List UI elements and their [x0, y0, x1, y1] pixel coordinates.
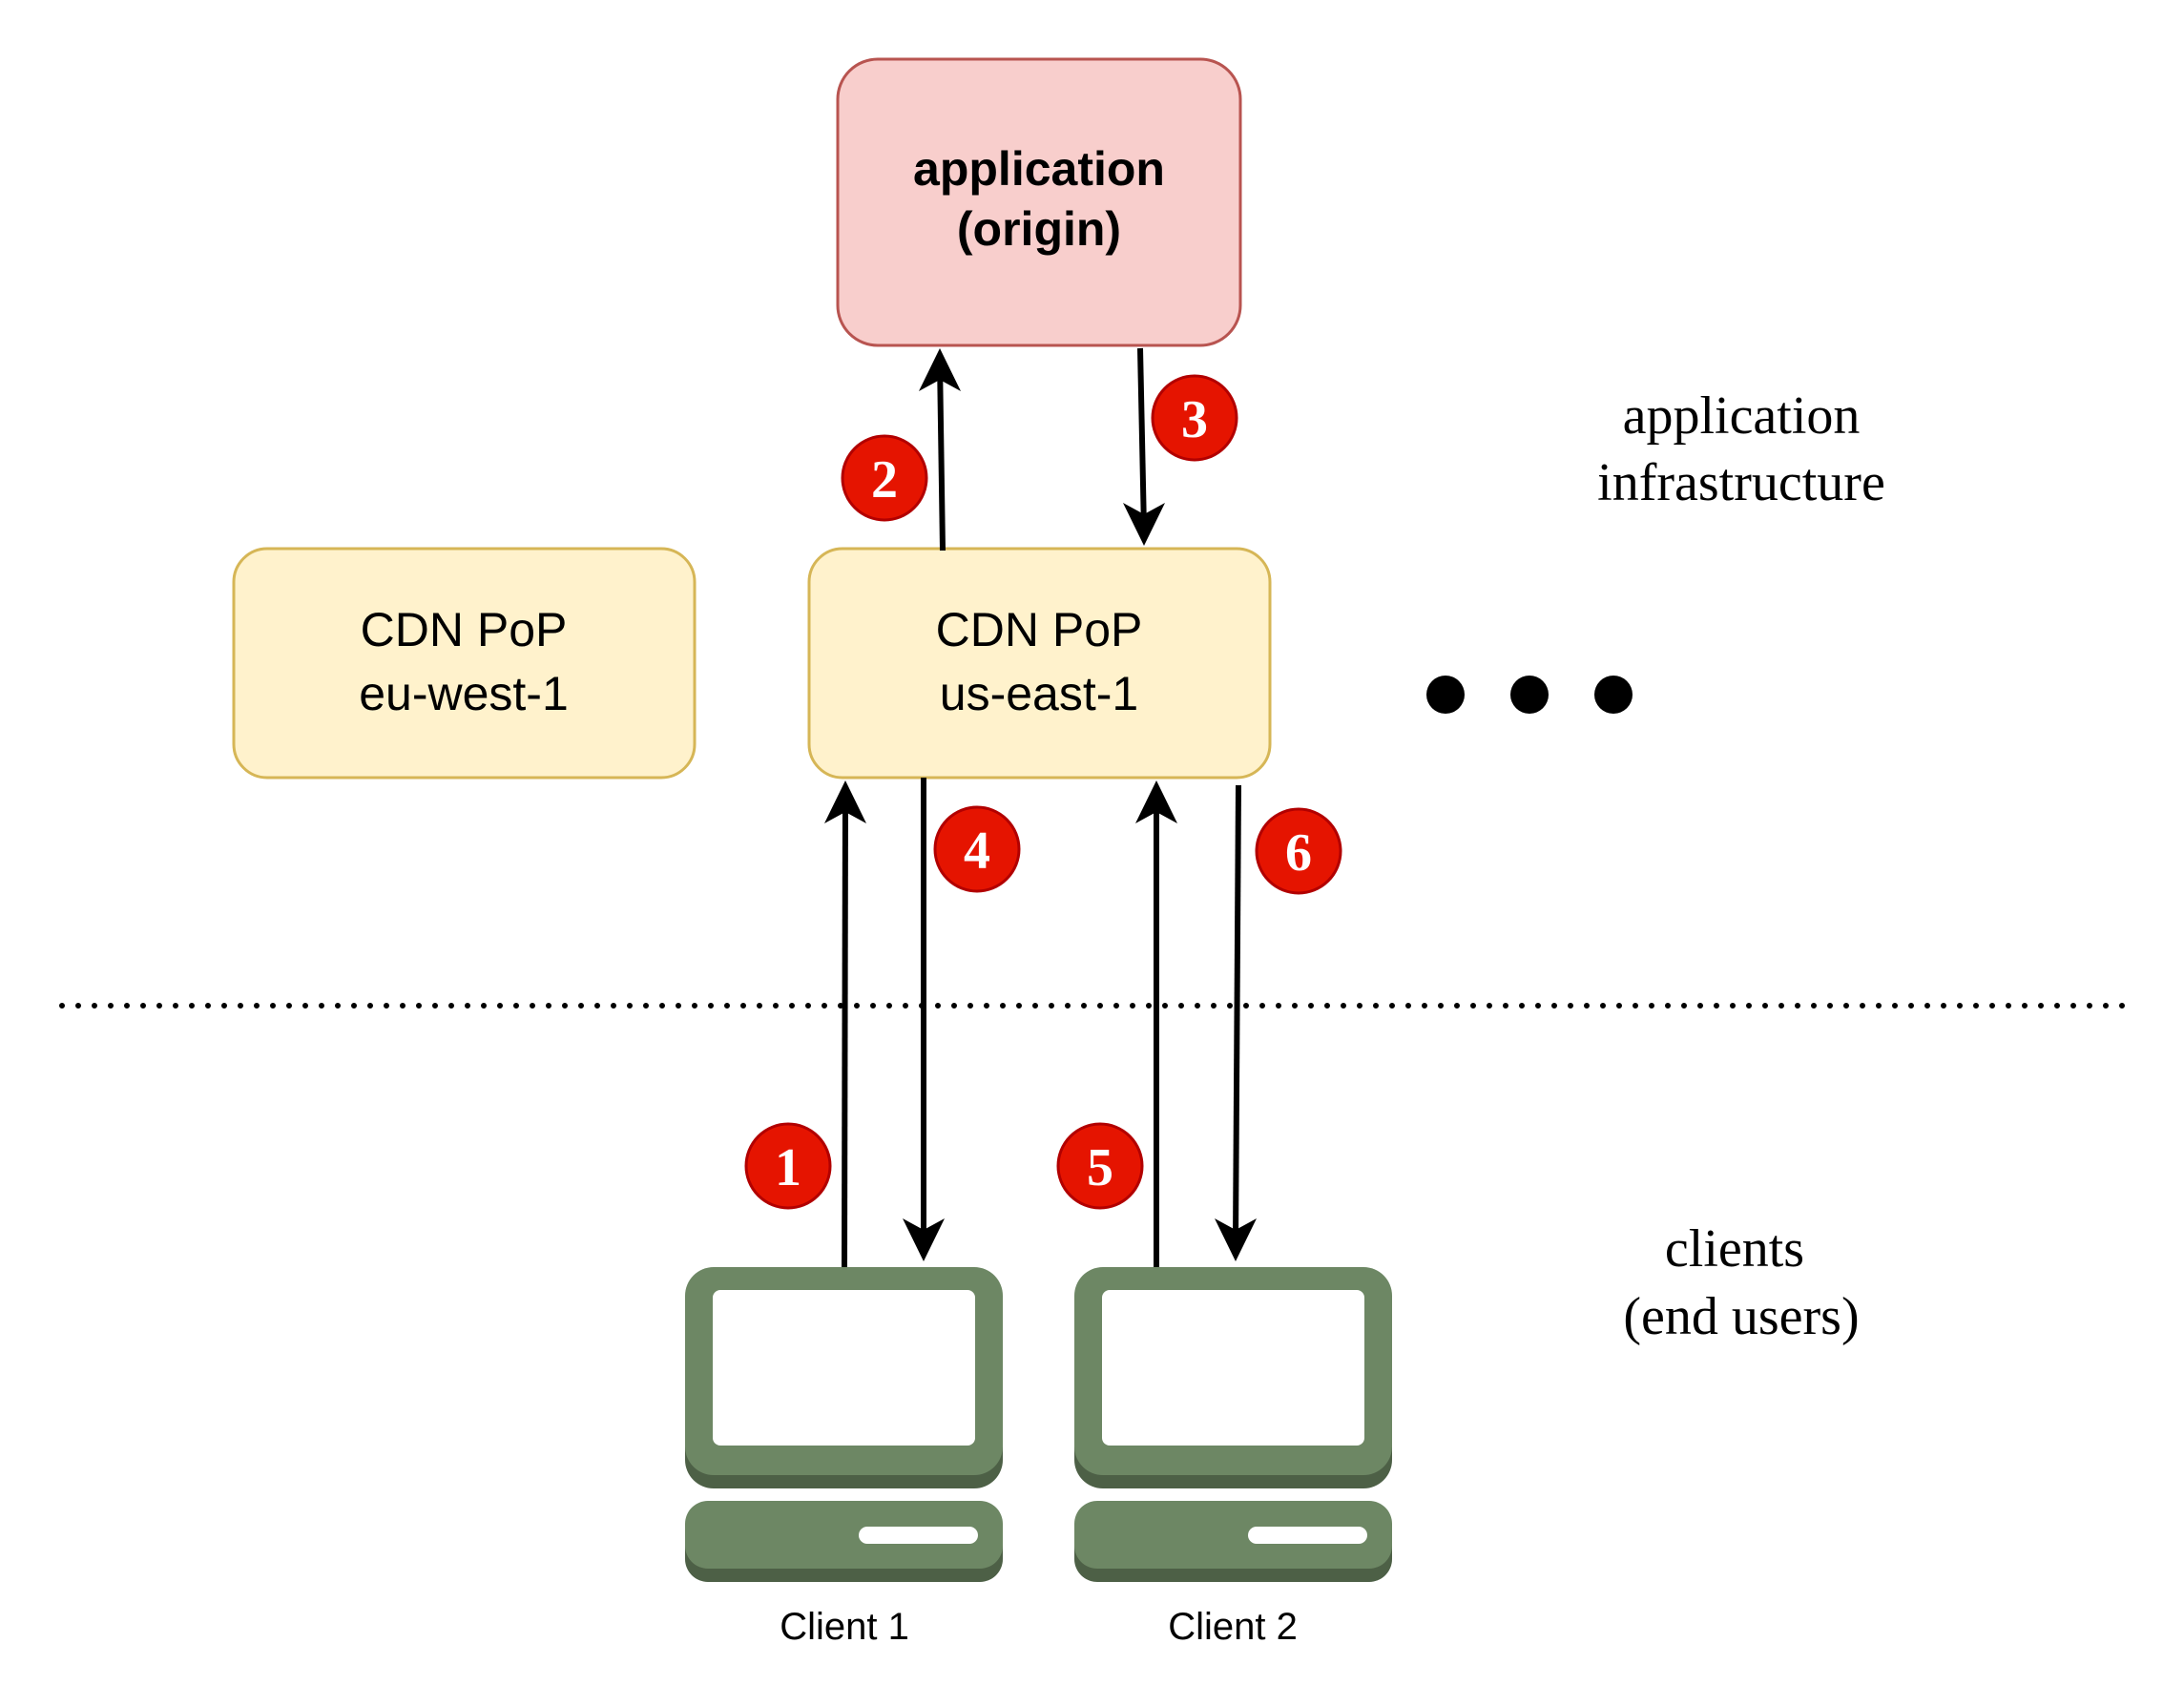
svg-text:1: 1 [775, 1138, 801, 1197]
svg-text:4: 4 [964, 822, 990, 881]
svg-text:5: 5 [1087, 1138, 1113, 1197]
client-1: Client 1 [685, 1267, 1003, 1648]
client-2-label: Client 2 [1168, 1606, 1298, 1648]
infrastructure-label-line2: infrastructure [1597, 453, 1885, 512]
arrowhead-3 [1123, 503, 1165, 546]
step-badge-4: 4 [933, 805, 1021, 893]
client-1-label: Client 1 [780, 1606, 909, 1648]
pop-eu-region: eu-west-1 [359, 667, 569, 720]
computer-icon [685, 1267, 1003, 1582]
step-badge-5: 5 [1056, 1122, 1144, 1210]
arrow-6-down [1233, 784, 1241, 1243]
arrow-2-up [937, 360, 946, 551]
arrowhead-5 [1135, 780, 1177, 823]
arrow-3-down [1137, 347, 1147, 531]
ellipsis-dots-icon [1426, 676, 1633, 714]
arrowheads [824, 348, 1257, 1261]
flow-arrows [842, 347, 1241, 1268]
cdn-pop-eu-west-1: CDN PoP eu-west-1 [232, 547, 697, 780]
arrow-1-up [842, 796, 848, 1268]
origin-title: application [913, 142, 1165, 196]
client-2: Client 2 [1074, 1267, 1392, 1648]
origin-node: application (origin) [836, 57, 1242, 347]
clients-label-line1: clients [1665, 1219, 1804, 1279]
pop-us-title: CDN PoP [936, 603, 1143, 656]
step-badge-1: 1 [744, 1122, 832, 1210]
svg-text:6: 6 [1285, 823, 1312, 883]
arrowhead-1 [824, 780, 866, 823]
step-badge-2: 2 [841, 434, 928, 522]
pop-us-region: us-east-1 [940, 667, 1138, 720]
cdn-pop-us-east-1: CDN PoP us-east-1 [807, 547, 1272, 780]
arrowhead-2 [919, 348, 961, 391]
pop-eu-title: CDN PoP [361, 603, 568, 656]
step-badge-6: 6 [1255, 807, 1342, 895]
svg-text:3: 3 [1181, 390, 1208, 449]
arrowhead-4 [903, 1218, 945, 1261]
svg-text:2: 2 [871, 450, 898, 510]
clients-label-line2: (end users) [1623, 1287, 1859, 1346]
step-badge-3: 3 [1151, 374, 1238, 462]
computer-icon [1074, 1267, 1392, 1582]
origin-subtitle: (origin) [957, 202, 1121, 256]
arrowhead-6 [1215, 1218, 1257, 1261]
infrastructure-label-line1: application [1623, 386, 1861, 446]
